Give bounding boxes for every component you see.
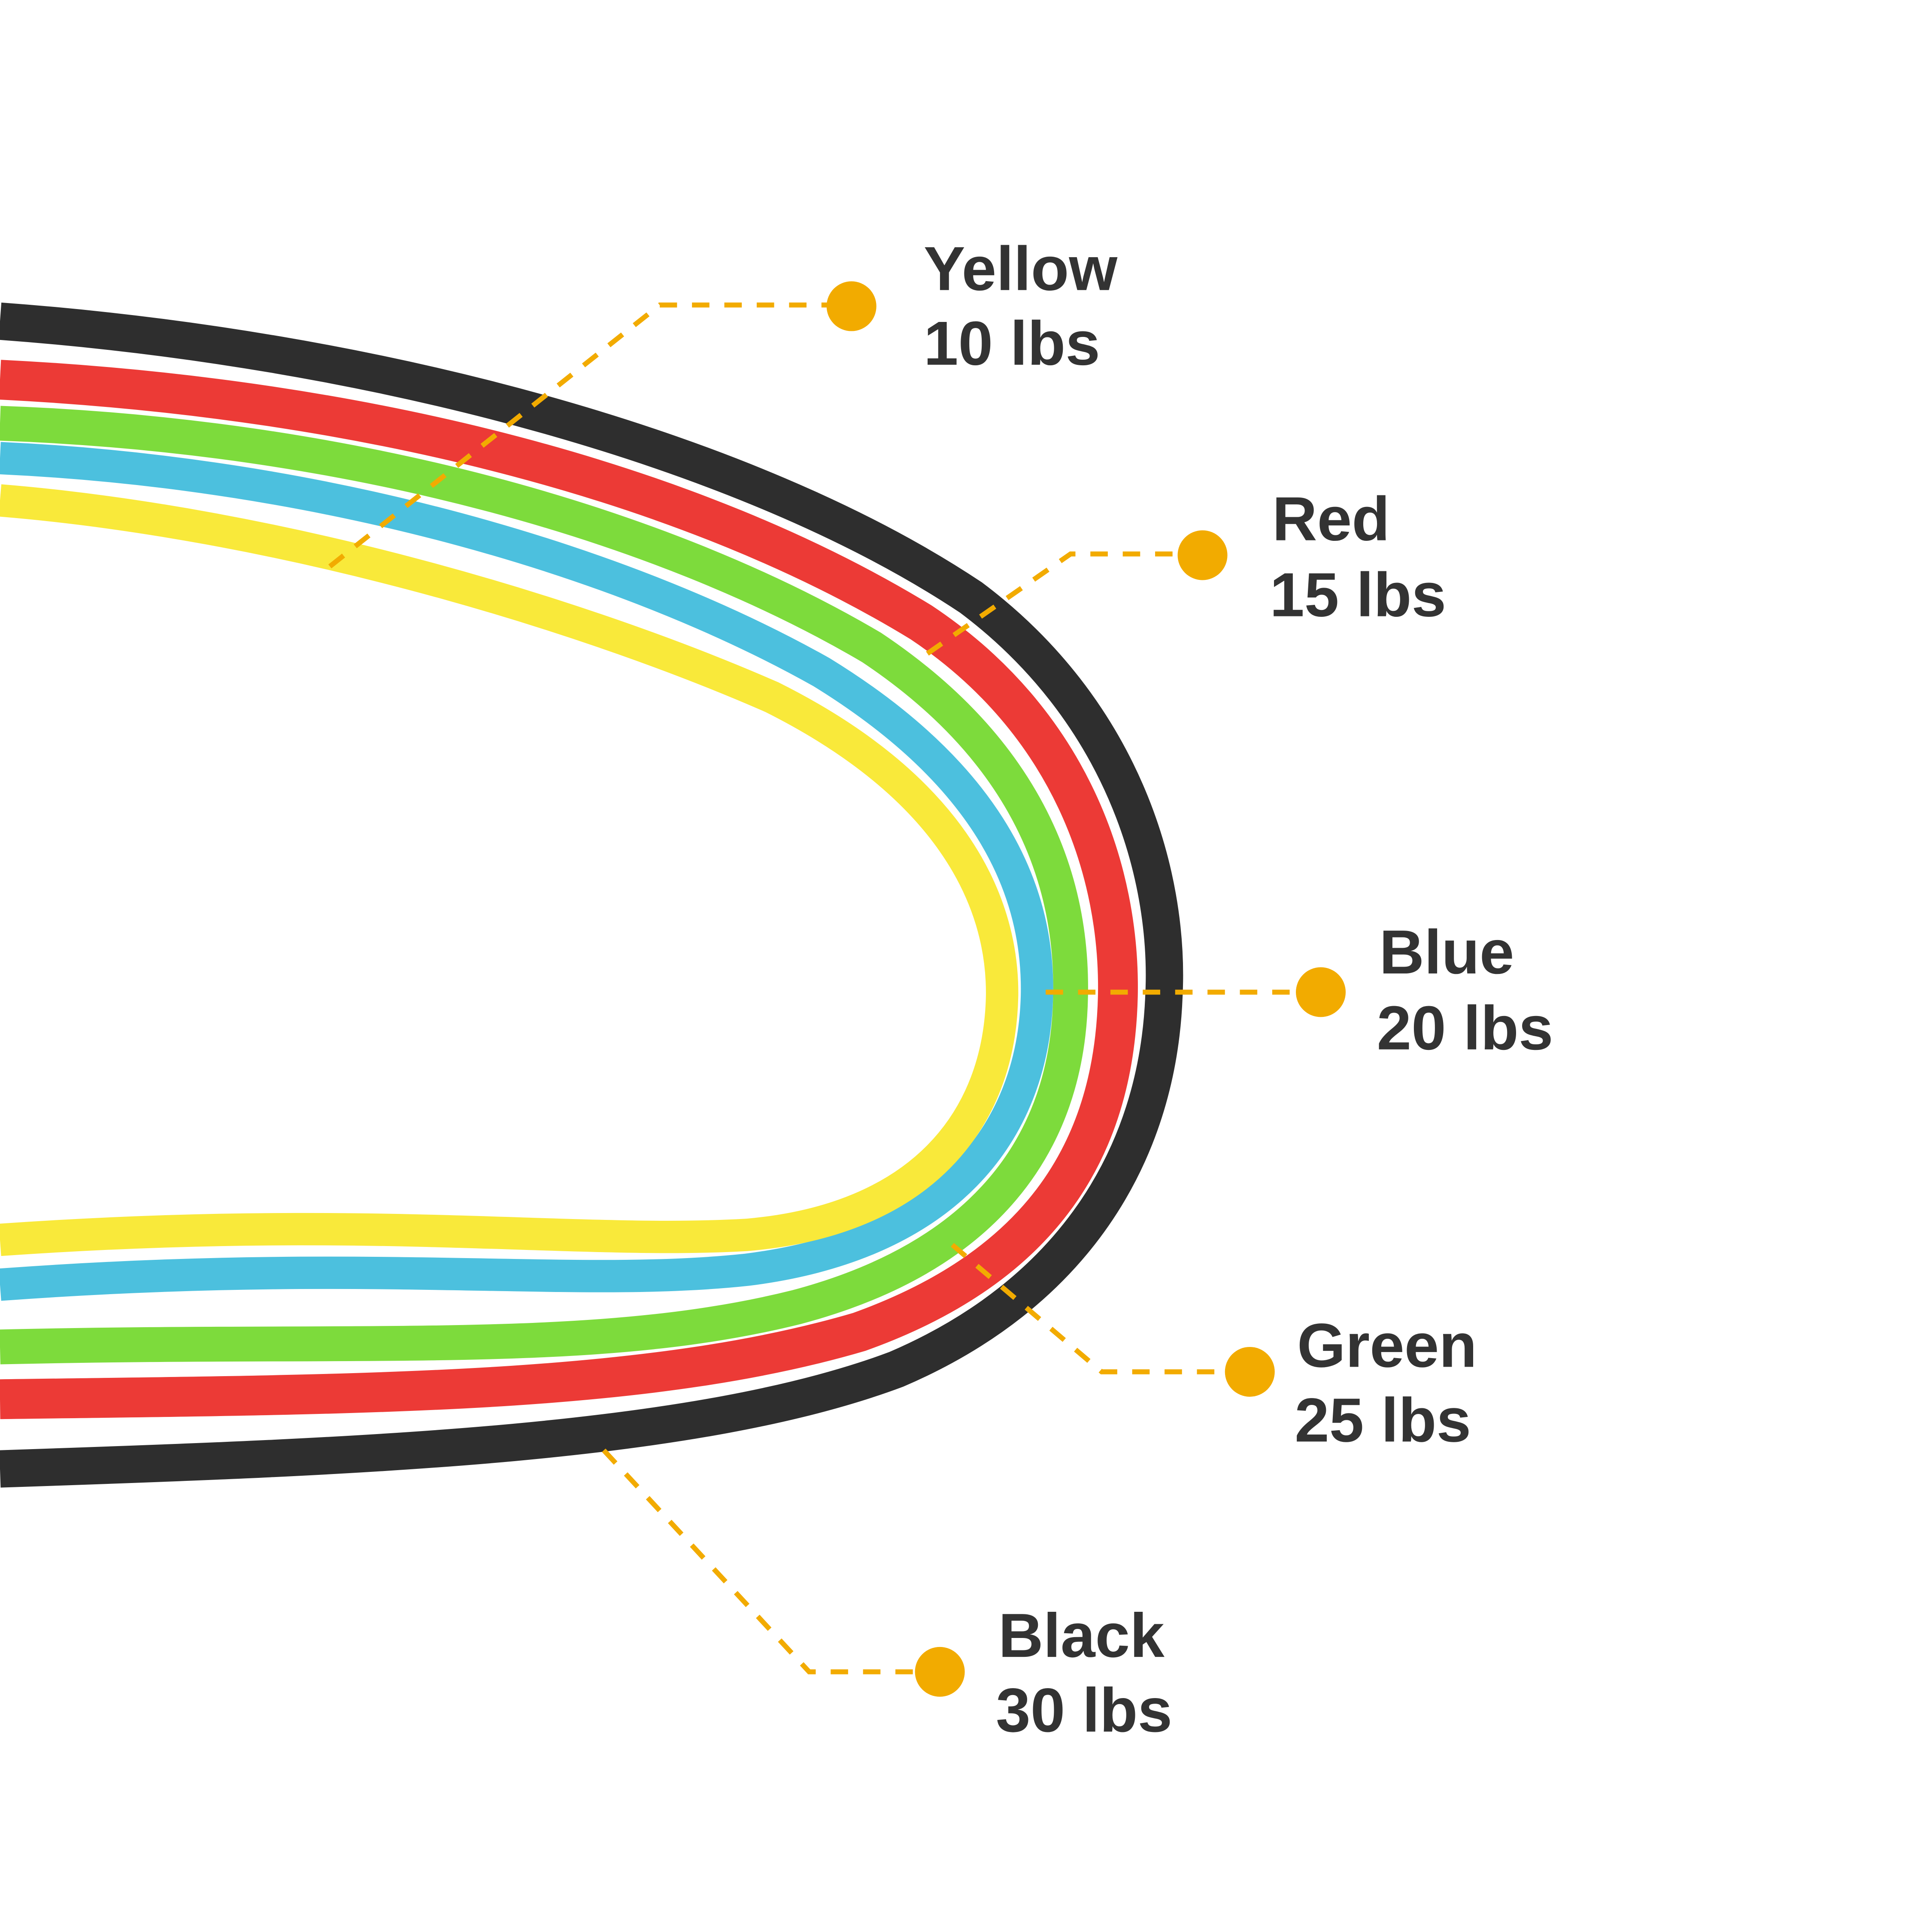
leader-line: [926, 551, 1177, 656]
band-name-label: Yellow: [924, 234, 1118, 303]
leader-line: [950, 1243, 1226, 1374]
band-weight-label: 25 lbs: [1295, 1385, 1471, 1455]
band-name-label: Blue: [1379, 917, 1514, 987]
callout-red: Red 15 lbs: [926, 484, 1446, 656]
blue-tube: [0, 442, 1053, 1301]
tubes: [0, 302, 1183, 1488]
callout-yellow: Yellow 10 lbs: [328, 234, 1118, 569]
leader-line: [328, 302, 828, 569]
band-weight-label: 10 lbs: [924, 309, 1100, 378]
callout-green: Green 25 lbs: [950, 1243, 1477, 1455]
band-weight-label: 30 lbs: [996, 1675, 1172, 1745]
green-tube: [0, 406, 1088, 1365]
band-name-label: Green: [1297, 1310, 1477, 1380]
black-tube: [0, 302, 1183, 1488]
band-name-label: Red: [1272, 484, 1390, 554]
leader-line: [602, 1448, 915, 1674]
marker-dot: [1296, 967, 1346, 1017]
callout-blue: Blue 20 lbs: [1046, 917, 1553, 1063]
red-tube: [0, 360, 1138, 1419]
marker-dot: [1177, 530, 1228, 580]
marker-dot: [826, 281, 877, 331]
marker-dot: [1225, 1347, 1275, 1397]
yellow-tube: [0, 484, 1019, 1256]
marker-dot: [915, 1647, 965, 1697]
band-name-label: Black: [998, 1601, 1165, 1670]
callout-black: Black 30 lbs: [602, 1448, 1172, 1745]
band-weight-label: 15 lbs: [1270, 560, 1446, 630]
band-weight-label: 20 lbs: [1377, 993, 1553, 1063]
